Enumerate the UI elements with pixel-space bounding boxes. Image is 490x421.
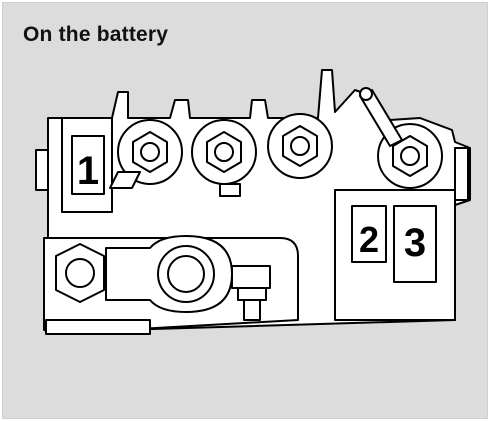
right-connector-tab bbox=[454, 147, 469, 201]
fuse-3-slot bbox=[393, 205, 437, 283]
bolt-center-3 bbox=[290, 136, 310, 156]
housing-tab-1 bbox=[109, 171, 141, 189]
fuse-label-1: 1 bbox=[77, 149, 99, 193]
strap-end bbox=[359, 87, 373, 101]
fuse-label-3: 3 bbox=[404, 221, 426, 265]
clamp-bolt-nut bbox=[237, 287, 267, 301]
terminal-nut-center bbox=[65, 258, 95, 288]
fuse-2-slot bbox=[351, 205, 387, 263]
left-clip bbox=[35, 149, 49, 191]
clamp-bolt-body bbox=[231, 265, 271, 289]
bolt-center-2 bbox=[214, 142, 234, 162]
bottom-plate bbox=[45, 319, 151, 335]
panel-title: On the battery bbox=[23, 23, 169, 46]
clamp-bolt-shaft bbox=[243, 299, 261, 321]
bolt-center-4 bbox=[400, 146, 420, 166]
terminal-post-inner bbox=[167, 255, 205, 293]
fuse-1-slot bbox=[71, 135, 105, 195]
fuse-label-2: 2 bbox=[359, 219, 379, 260]
housing-tab-2 bbox=[219, 183, 241, 197]
bolt-center-1 bbox=[140, 142, 160, 162]
